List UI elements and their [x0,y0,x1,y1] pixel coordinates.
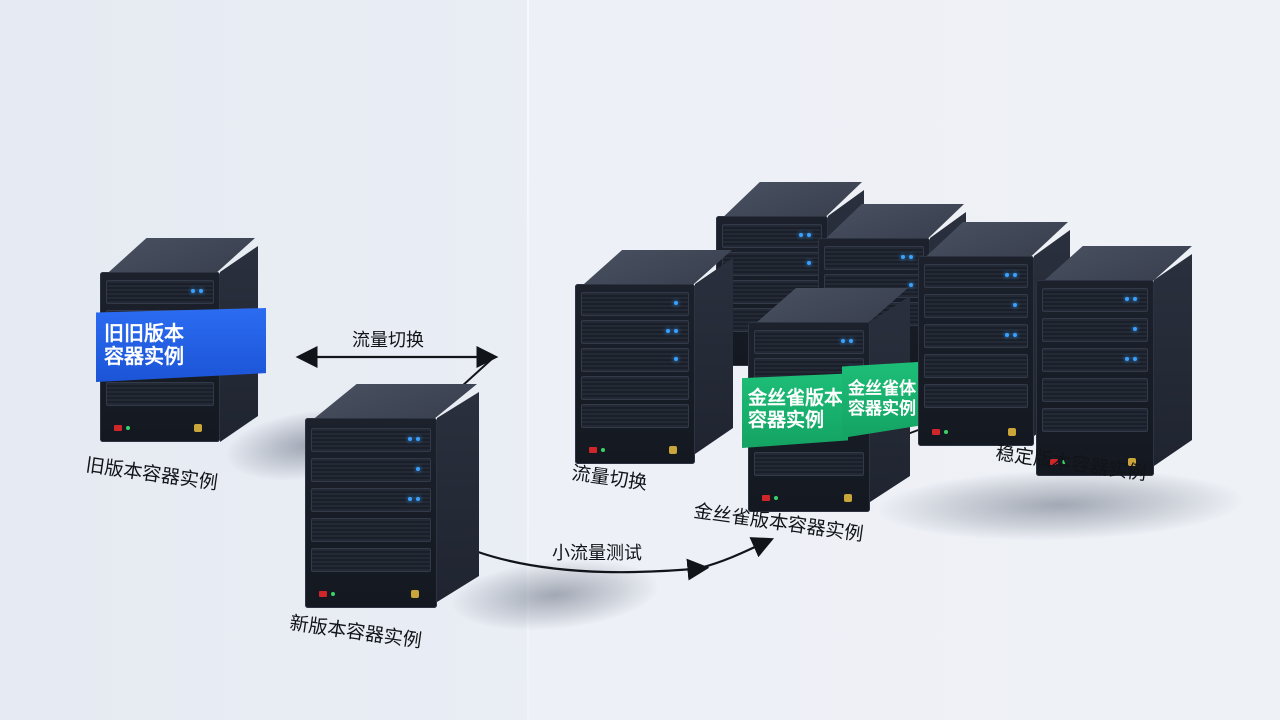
test-arrow-label: 小流量测试 [552,543,642,564]
old-version-band: 旧旧版本 容器实例 [96,308,266,382]
panel-divider [527,0,529,720]
old-band-line1: 旧旧版本 [104,321,184,345]
test-arrow [477,550,710,581]
canary-band-left-line1: 金丝雀版本 [748,387,844,410]
test-arrow-to-canary [699,537,775,570]
canary-band-right: 金丝雀体 容器实例 [842,362,918,438]
canary-band-left-line2: 容器实例 [748,409,825,431]
canary-band-right-line2: 容器实例 [848,399,916,419]
canary-band-left: 金丝雀版本 容器实例 [742,373,848,448]
switch-arrow-label: 流量切换 [352,330,424,351]
old-band-line2: 容器实例 [104,344,184,368]
canary-band-right-line1: 金丝雀体 [848,379,916,400]
